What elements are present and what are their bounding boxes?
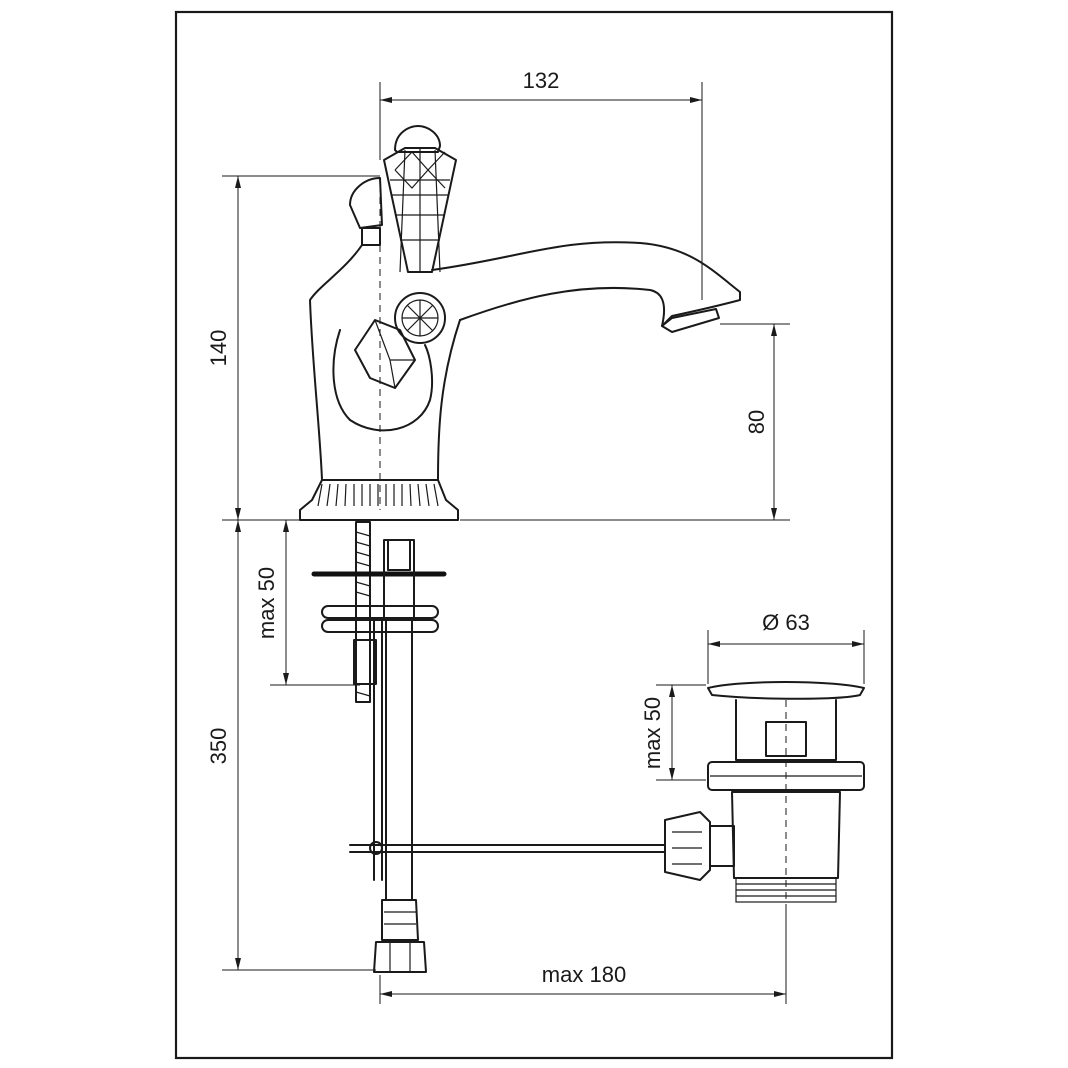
hub-pattern	[402, 300, 438, 336]
spout-aerator	[661, 308, 720, 333]
faucet-body	[299, 125, 741, 521]
dim-hose-length-label: 350	[206, 728, 231, 765]
dim-rod-length: max 180	[379, 905, 787, 1004]
dim-deck-thickness-label: max 50	[254, 567, 279, 639]
dim-spout-height: 80	[460, 323, 790, 521]
dim-deck-thickness: max 50	[254, 520, 360, 686]
dim-drain-thickness-label: max 50	[640, 697, 665, 769]
body-cavity	[332, 329, 434, 432]
body-shell	[309, 244, 461, 481]
hose-fitting	[373, 899, 427, 973]
drawing-frame	[174, 10, 894, 1060]
popup-drain	[664, 681, 865, 903]
dim-body-height: 140	[206, 175, 380, 520]
fixing-nut	[353, 639, 377, 685]
dim-body-height-label: 140	[206, 330, 231, 367]
drain-flange	[707, 681, 865, 700]
body-base	[299, 479, 459, 521]
rear-cap	[349, 177, 383, 229]
dim-drain-diameter-label: Ø 63	[762, 610, 810, 635]
washer-upper	[321, 605, 439, 619]
crystal-lever	[383, 147, 457, 273]
spout	[431, 241, 741, 327]
valve-hub	[394, 292, 446, 344]
drain-clip	[765, 721, 807, 757]
dim-hose-length: 350	[206, 520, 376, 971]
popup-knob	[394, 125, 441, 153]
threaded-stud	[355, 521, 371, 703]
base-fluting	[317, 483, 439, 507]
dim-drain-diameter: Ø 63	[707, 610, 865, 684]
dim-spout-height-label: 80	[744, 410, 769, 434]
dim-spout-reach-label: 132	[523, 68, 560, 93]
washer-lower	[321, 619, 439, 633]
drain-side-connector	[664, 811, 711, 881]
mounting-assembly	[311, 521, 666, 973]
dim-drain-thickness: max 50	[640, 684, 706, 781]
dim-spout-reach: 132	[379, 68, 703, 300]
dim-rod-length-label: max 180	[542, 962, 626, 987]
lever-facets	[390, 148, 450, 273]
